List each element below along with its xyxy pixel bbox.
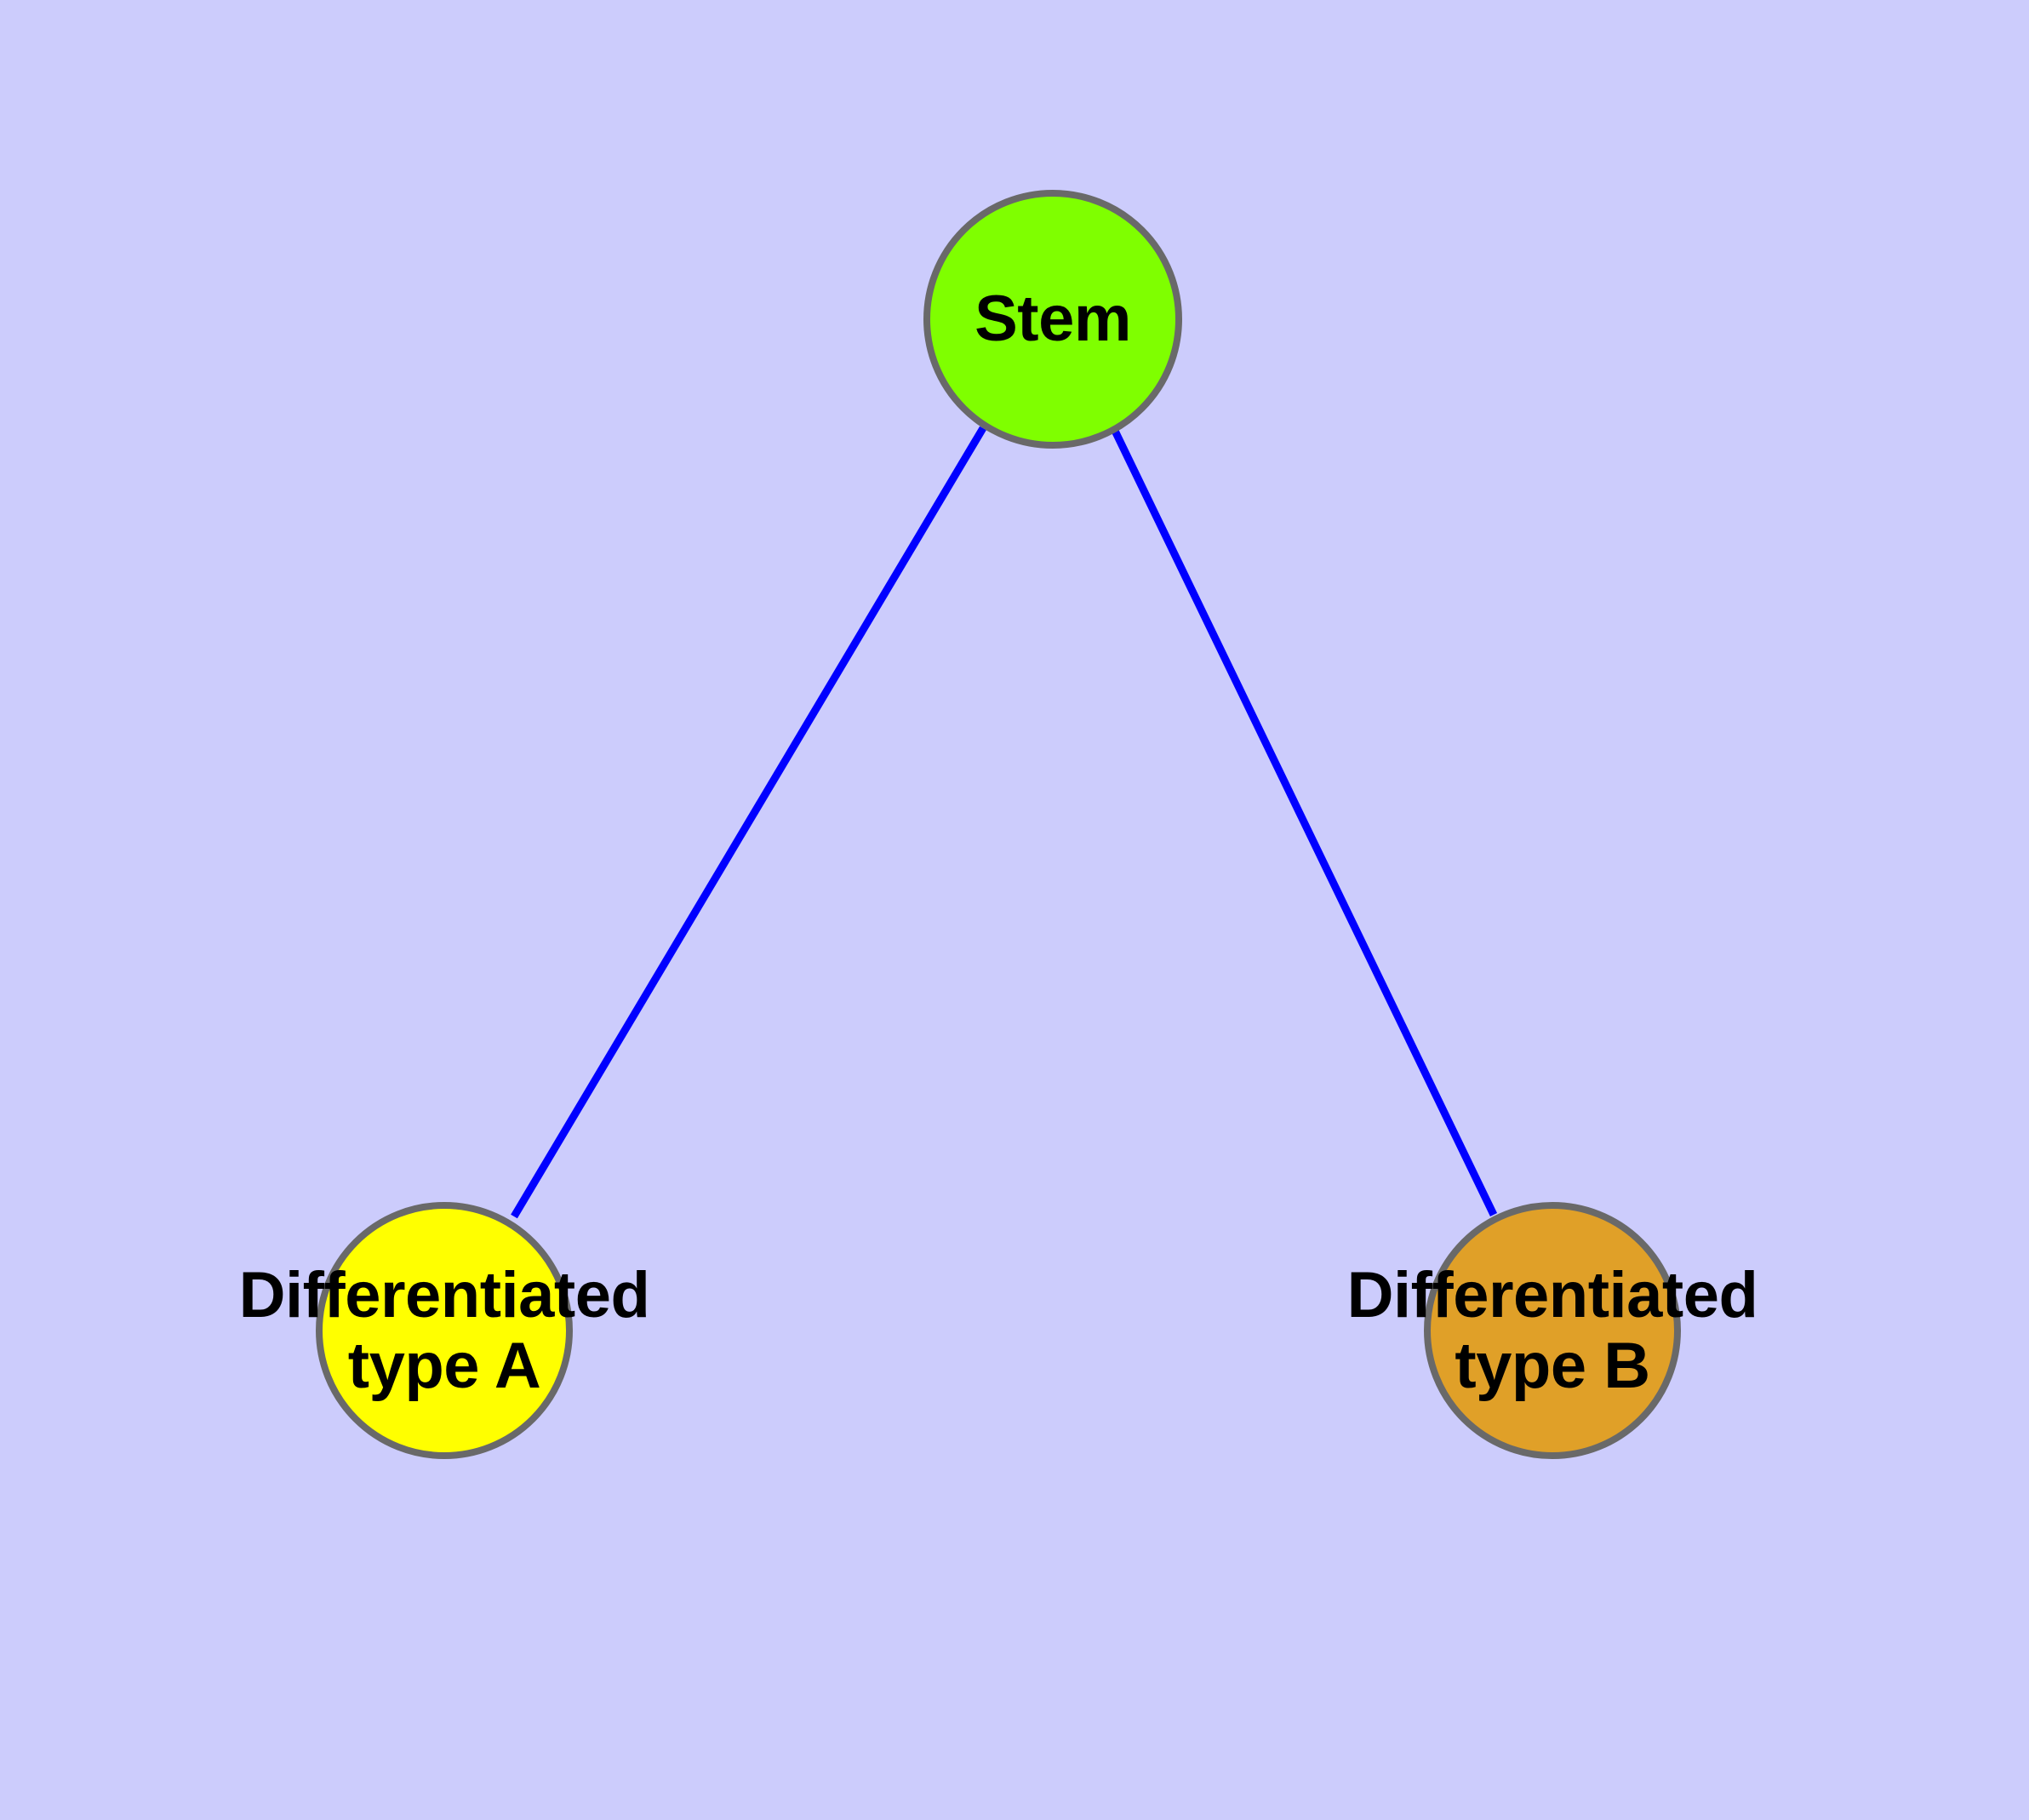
node-stem[interactable] bbox=[923, 190, 1182, 449]
edge-stem-to-differentiated-type-b[interactable] bbox=[1111, 429, 1498, 1216]
edge-stem-to-differentiated-type-a[interactable] bbox=[511, 426, 986, 1219]
node-differentiated-type-b[interactable] bbox=[1424, 1202, 1681, 1459]
node-differentiated-type-a[interactable] bbox=[316, 1202, 573, 1459]
